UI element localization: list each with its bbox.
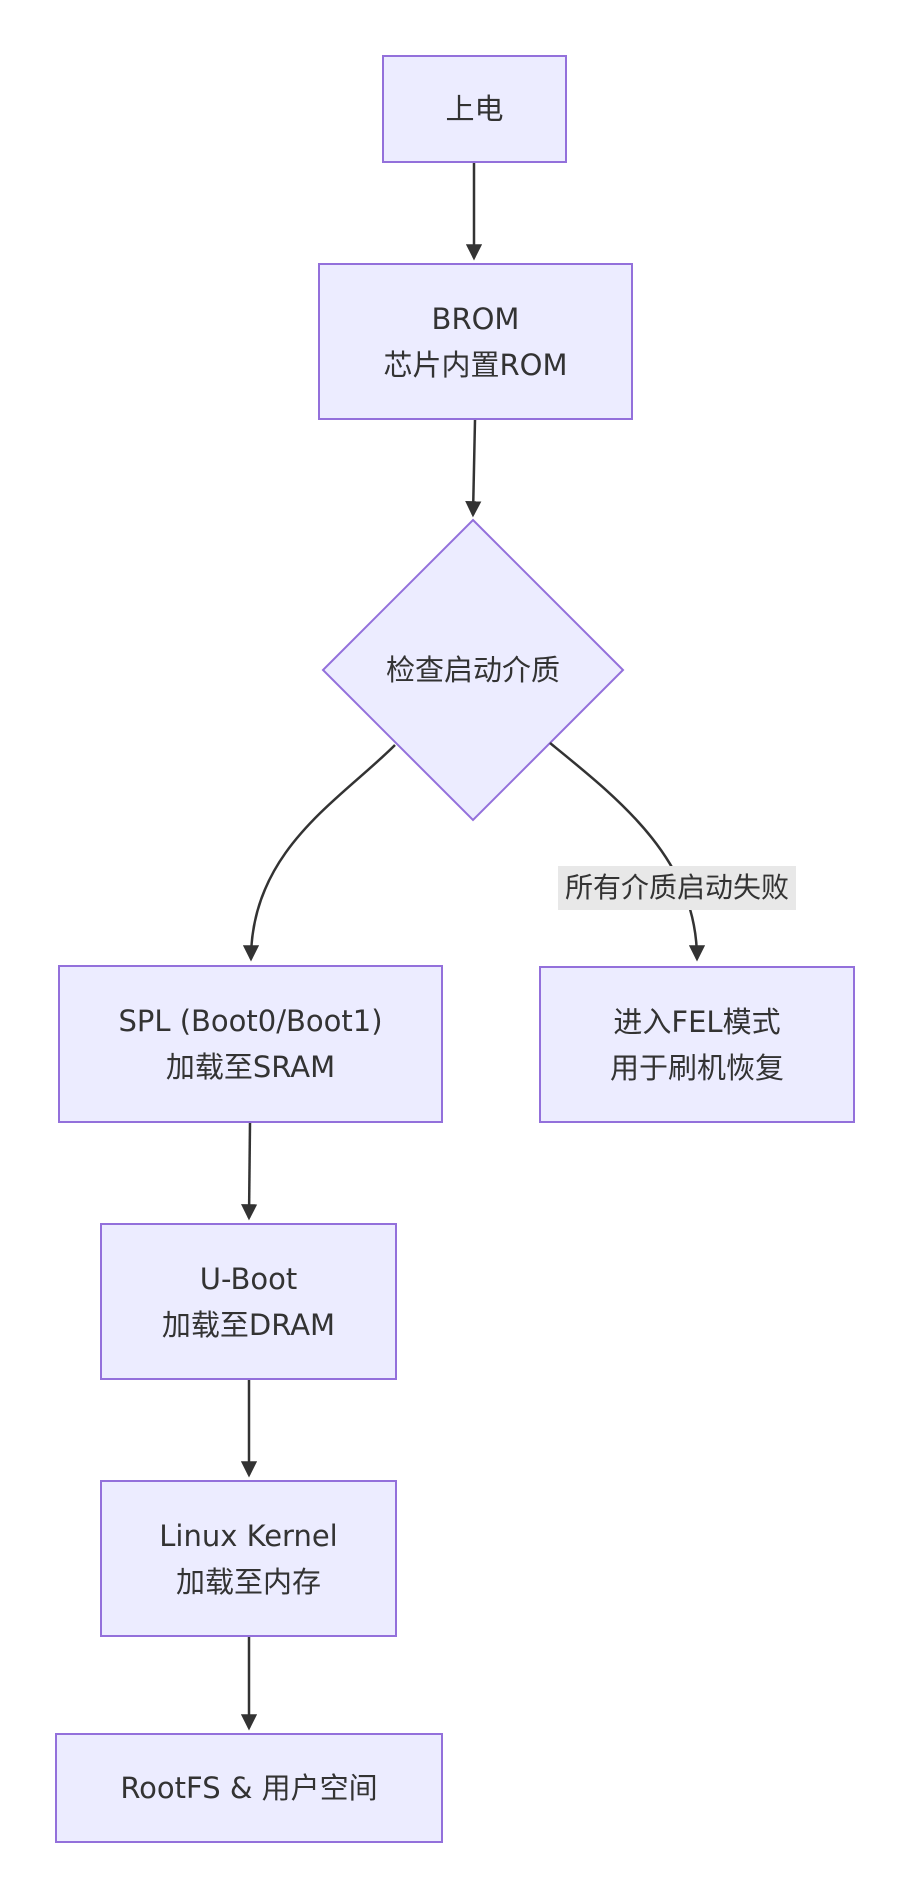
node-label: RootFS & 用户空间: [120, 1771, 378, 1805]
node-label: BROM: [431, 301, 520, 336]
edge-check-to-spl: [242, 744, 396, 962]
node-label: 上电: [445, 92, 504, 126]
check-media-diamond: [321, 518, 625, 822]
node-power-on: 上电: [382, 55, 567, 163]
node-label: 加载至SRAM: [165, 1050, 336, 1084]
node-label: 用于刷机恢复: [609, 1050, 784, 1085]
edge-check-to-fel: [549, 742, 706, 962]
node-kernel: Linux Kernel 加载至内存: [100, 1480, 397, 1637]
edge-brom-to-check: [465, 419, 482, 518]
edge-label-boot-fail: 所有介质启动失败: [557, 866, 797, 910]
node-label: 加载至DRAM: [161, 1307, 336, 1342]
node-fel: 进入FEL模式 用于刷机恢复: [539, 966, 855, 1123]
node-label: 进入FEL模式: [613, 1004, 781, 1039]
node-label: U-Boot: [199, 1261, 298, 1296]
node-spl: SPL (Boot0/Boot1) 加载至SRAM: [58, 965, 443, 1123]
node-rootfs: RootFS & 用户空间: [55, 1733, 443, 1843]
node-label: SPL (Boot0/Boot1): [118, 1004, 383, 1038]
node-label: 芯片内置ROM: [383, 347, 568, 382]
node-label: 加载至内存: [175, 1564, 321, 1599]
edge-spl-to-uboot: [241, 1122, 258, 1221]
node-label: 检查启动介质: [385, 653, 560, 687]
node-uboot: U-Boot 加载至DRAM: [100, 1223, 397, 1380]
node-brom: BROM 芯片内置ROM: [318, 263, 633, 420]
node-label: Linux Kernel: [159, 1518, 338, 1553]
node-check-media-label: 检查启动介质: [323, 520, 623, 820]
